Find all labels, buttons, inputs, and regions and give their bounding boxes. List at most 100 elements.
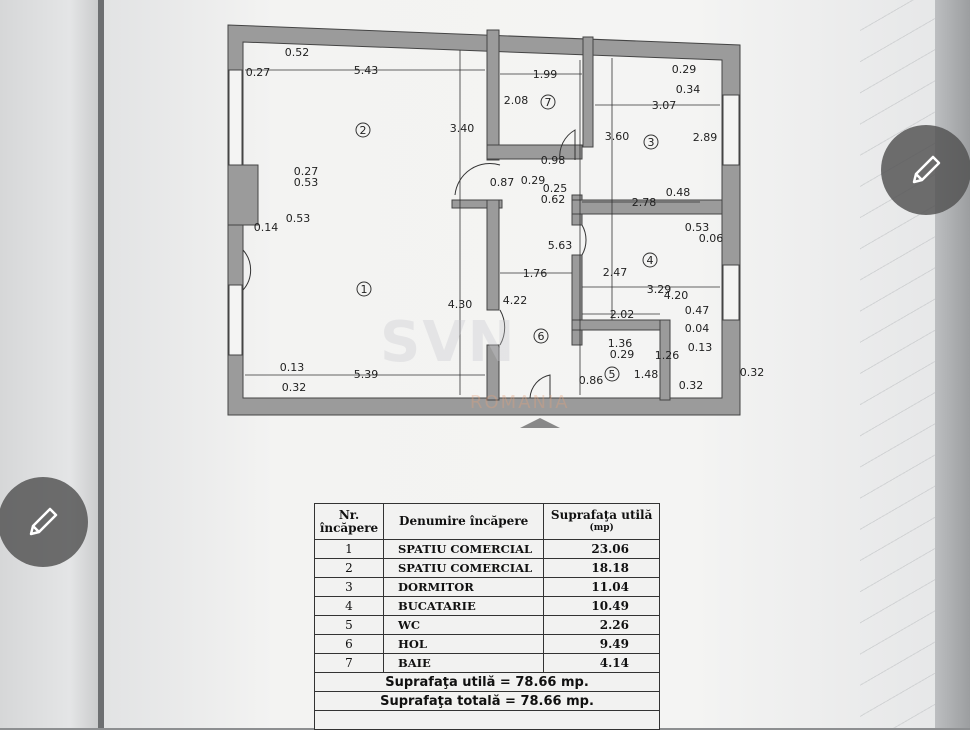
room-name: SPATIU COMERCIAL <box>382 558 545 578</box>
room-circle <box>643 134 659 150</box>
room-nr: 7 <box>314 653 384 673</box>
dimension-label: 0.48 <box>666 186 691 199</box>
room-nr: 1 <box>314 539 384 559</box>
dimension-label: 2.08 <box>504 94 529 107</box>
window <box>228 284 243 356</box>
room-marker-3: 3 <box>643 134 659 150</box>
dimension-label: 1.99 <box>533 68 558 81</box>
room-circle <box>540 94 556 110</box>
door <box>581 224 587 256</box>
room-number: 2 <box>360 124 367 137</box>
room-area: 4.14 <box>543 653 660 673</box>
room-number: 4 <box>647 254 654 267</box>
room-name: DORMITOR <box>382 577 545 597</box>
dimension-label: 0.34 <box>676 83 701 96</box>
wall <box>486 199 500 311</box>
wall <box>486 144 583 160</box>
empty-row <box>314 710 660 730</box>
header-nr: Nr. încăpere <box>314 503 384 540</box>
room-name: HOL <box>382 634 545 654</box>
dimension-label: 0.27 <box>246 66 271 79</box>
dimension-label: 0.29 <box>521 174 546 187</box>
page-gutter <box>98 0 104 728</box>
dimension-label: 0.27 <box>294 165 319 178</box>
room-area: 2.26 <box>543 615 660 635</box>
pencil-icon <box>912 155 941 184</box>
wall <box>582 36 594 148</box>
room-area: 10.49 <box>543 596 660 616</box>
wall <box>571 319 671 331</box>
room-marker-5: 5 <box>604 366 620 382</box>
entrance-arrow-icon <box>520 418 560 428</box>
room-number: 5 <box>609 368 616 381</box>
dimension-label: 0.86 <box>579 374 604 387</box>
dimension-label: 0.53 <box>294 176 319 189</box>
dimension-label: 2.89 <box>693 131 718 144</box>
dimension-label: 0.98 <box>541 154 566 167</box>
dimension-label: 0.62 <box>541 193 566 206</box>
header-name: Denumire încăpere <box>382 503 545 540</box>
room-number: 6 <box>538 330 545 343</box>
room-name: BUCATARIE <box>382 596 545 616</box>
dimension-label: 2.78 <box>632 196 657 209</box>
watermark-logo: SVN <box>380 310 517 375</box>
dimension-label: 3.40 <box>450 122 475 135</box>
doors <box>242 129 587 399</box>
dimension-label: 0.29 <box>672 63 697 76</box>
wall <box>227 164 259 226</box>
dimension-label: 5.63 <box>548 239 573 252</box>
door <box>559 129 576 161</box>
room-circle <box>604 366 620 382</box>
room-number: 1 <box>361 283 368 296</box>
walls <box>227 24 741 416</box>
wall <box>571 254 583 346</box>
dimension-label: 1.36 <box>608 337 633 350</box>
dimension-label: 0.53 <box>286 212 311 225</box>
dimension-label: 1.26 <box>655 349 680 362</box>
dimension-label: 0.13 <box>280 361 305 374</box>
dimension-label: 1.48 <box>634 368 659 381</box>
dimension-label: 4.30 <box>448 298 473 311</box>
dimension-label: 0.06 <box>699 232 724 245</box>
dimension-label: 0.04 <box>685 322 710 335</box>
door <box>499 309 506 346</box>
watermark-text: ROMANIA <box>470 392 570 413</box>
outer-wall <box>227 24 741 416</box>
dimension-label: 0.14 <box>254 221 279 234</box>
room-marker-7: 7 <box>540 94 556 110</box>
dimension-label: 4.22 <box>503 294 528 307</box>
dimension-label: 3.60 <box>605 130 630 143</box>
wall <box>486 344 500 401</box>
dimension-label: 0.29 <box>610 348 635 361</box>
right-page-edge <box>935 0 970 728</box>
edit-button[interactable] <box>881 125 970 215</box>
dimension-lines <box>245 50 720 395</box>
room-nr: 5 <box>314 615 384 635</box>
dimension-label: 0.47 <box>685 304 710 317</box>
dimension-label: 1.76 <box>523 267 548 280</box>
dimension-labels: 0.52 0.27 5.43 1.99 2.08 3.40 3.60 2.89 0.29 0.34… <box>246 46 765 394</box>
left-page <box>0 0 100 728</box>
wall <box>659 319 671 401</box>
header-area-unit: (mp) <box>589 522 614 533</box>
room-nr: 4 <box>314 596 384 616</box>
dimension-label: 0.87 <box>490 176 515 189</box>
edit-button[interactable] <box>0 477 88 567</box>
room-circle <box>355 122 371 138</box>
door <box>454 162 501 196</box>
room-number: 7 <box>545 96 552 109</box>
dimension-label: 0.53 <box>685 221 710 234</box>
pencil-icon <box>29 507 58 536</box>
room-marker-1: 1 <box>356 281 372 297</box>
dimension-label: 4.20 <box>664 289 689 302</box>
room-marker-2: 2 <box>355 122 371 138</box>
room-area: 9.49 <box>543 634 660 654</box>
dimension-label: 0.32 <box>679 379 704 392</box>
dimension-label: 0.52 <box>285 46 310 59</box>
room-nr: 2 <box>314 558 384 578</box>
dimension-label: 5.43 <box>354 64 379 77</box>
